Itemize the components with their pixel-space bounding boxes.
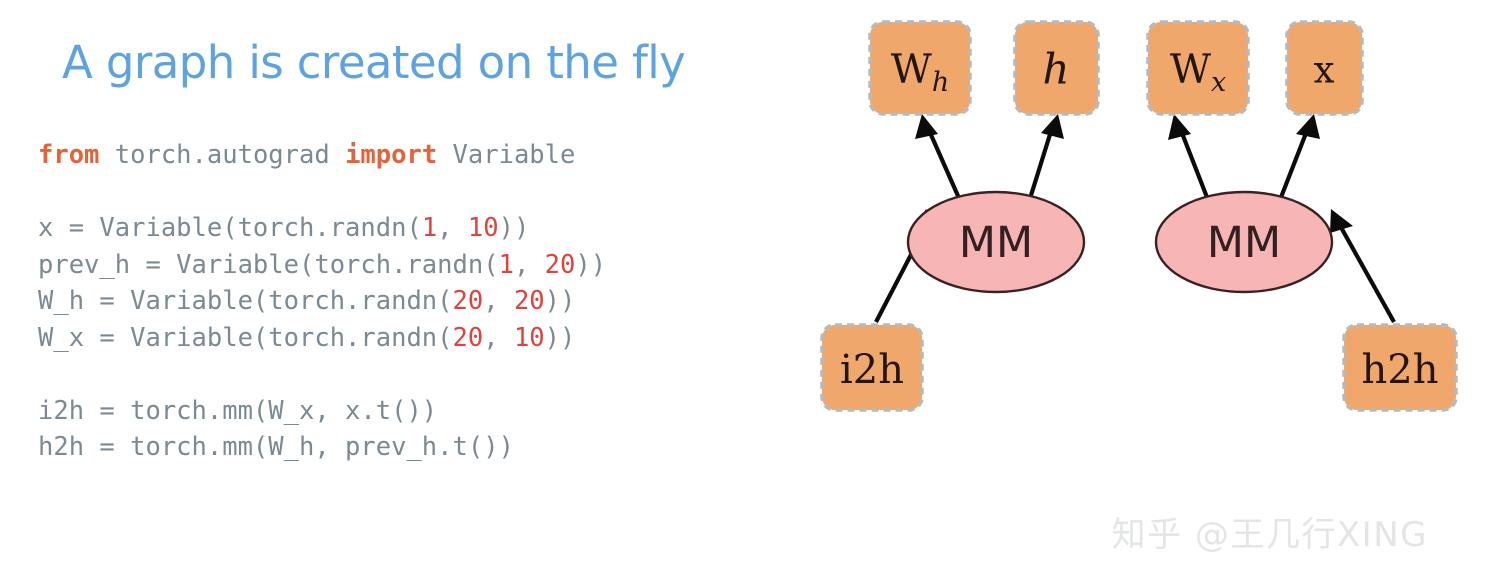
- code-token: )): [544, 322, 576, 353]
- code-token: import: [345, 140, 438, 170]
- line-x: x = Variable(torch.randn(1, 10)): [38, 210, 606, 247]
- node-mm-right[interactable]: MM: [1154, 190, 1334, 294]
- code-token: prev_h = Variable(torch.randn(: [38, 249, 499, 280]
- edge-mm-left-to-W-h: [915, 114, 964, 206]
- node-x[interactable]: x: [1285, 20, 1364, 116]
- svg-text:Wh: Wh: [891, 47, 950, 98]
- line-i2h: i2h = torch.mm(W_x, x.t()): [38, 393, 606, 430]
- code-token: W_x = Variable(torch.randn(: [38, 322, 453, 353]
- graph-svg: Wh h Wx x MM: [820, 20, 1458, 412]
- node-W-h[interactable]: Wh: [868, 20, 972, 116]
- node-mm-left-label: MM: [959, 218, 1033, 268]
- node-i2h[interactable]: i2h: [820, 323, 924, 412]
- watermark: 知乎 @王几行XING: [1111, 515, 1428, 555]
- page-title: A graph is created on the fly: [62, 36, 686, 89]
- node-h2h[interactable]: h2h: [1342, 323, 1458, 412]
- code-token: ,: [483, 322, 514, 353]
- edge-mm-left-to-h: [1025, 114, 1064, 206]
- node-W-h-subscript: h: [932, 67, 949, 98]
- node-mm-left[interactable]: MM: [906, 190, 1086, 294]
- code-token: 10: [467, 213, 499, 243]
- code-token: Variable: [437, 140, 576, 170]
- code-token: )): [544, 286, 576, 316]
- code-token: ,: [483, 286, 514, 316]
- node-mm-right-label: MM: [1207, 218, 1281, 268]
- node-h[interactable]: h: [1013, 20, 1100, 116]
- line-W-x: W_x = Variable(torch.randn(20, 10)): [38, 320, 606, 357]
- node-h-label: h: [1042, 45, 1069, 94]
- code-token: 20: [544, 249, 576, 280]
- code-token: 10: [513, 322, 545, 353]
- code-token: 20: [452, 322, 484, 353]
- line-h2h: h2h = torch.mm(W_h, prev_h.t()): [38, 429, 606, 466]
- code-token: ,: [513, 249, 545, 280]
- node-i2h-label: i2h: [840, 347, 904, 393]
- line-blank-1: [38, 174, 606, 211]
- code-token: x = Variable(torch.randn(: [38, 213, 422, 243]
- svg-text:Wx: Wx: [1170, 47, 1226, 98]
- line-blank-2: [38, 356, 606, 393]
- line-prev-h: prev_h = Variable(torch.randn(1, 20)): [38, 247, 606, 284]
- node-h2h-label: h2h: [1362, 347, 1439, 393]
- code-block: from torch.autograd import Variable x = …: [38, 137, 606, 466]
- code-token: torch.autograd: [99, 140, 346, 170]
- code-token: 1: [421, 213, 438, 243]
- code-token: h2h = torch.mm(W_h, prev_h.t()): [38, 432, 514, 462]
- node-W-x-subscript: x: [1211, 67, 1226, 98]
- code-token: )): [575, 249, 607, 280]
- computation-graph-diagram: Wh h Wx x MM: [800, 0, 1486, 584]
- node-W-x[interactable]: Wx: [1146, 20, 1250, 116]
- node-W-x-base: W: [1170, 47, 1211, 93]
- code-token: W_h = Variable(torch.randn(: [38, 286, 453, 316]
- code-token: ,: [437, 213, 468, 243]
- content-pane: A graph is created on the fly from torch…: [38, 36, 686, 466]
- node-x-label: x: [1314, 49, 1335, 92]
- code-token: i2h = torch.mm(W_x, x.t()): [38, 395, 438, 426]
- edge-mm-right-to-W-x: [1168, 114, 1212, 206]
- code-token: )): [498, 213, 530, 243]
- code-token: 1: [498, 249, 514, 280]
- line-W-h: W_h = Variable(torch.randn(20, 20)): [38, 283, 606, 320]
- code-token: from: [38, 140, 100, 170]
- edge-h2h-to-mm-right: [1330, 209, 1396, 324]
- node-W-h-base: W: [891, 47, 932, 93]
- code-token: 20: [452, 286, 484, 316]
- edge-mm-right-to-x: [1276, 114, 1320, 206]
- code-token: 20: [513, 286, 545, 316]
- line-import: from torch.autograd import Variable: [38, 137, 606, 174]
